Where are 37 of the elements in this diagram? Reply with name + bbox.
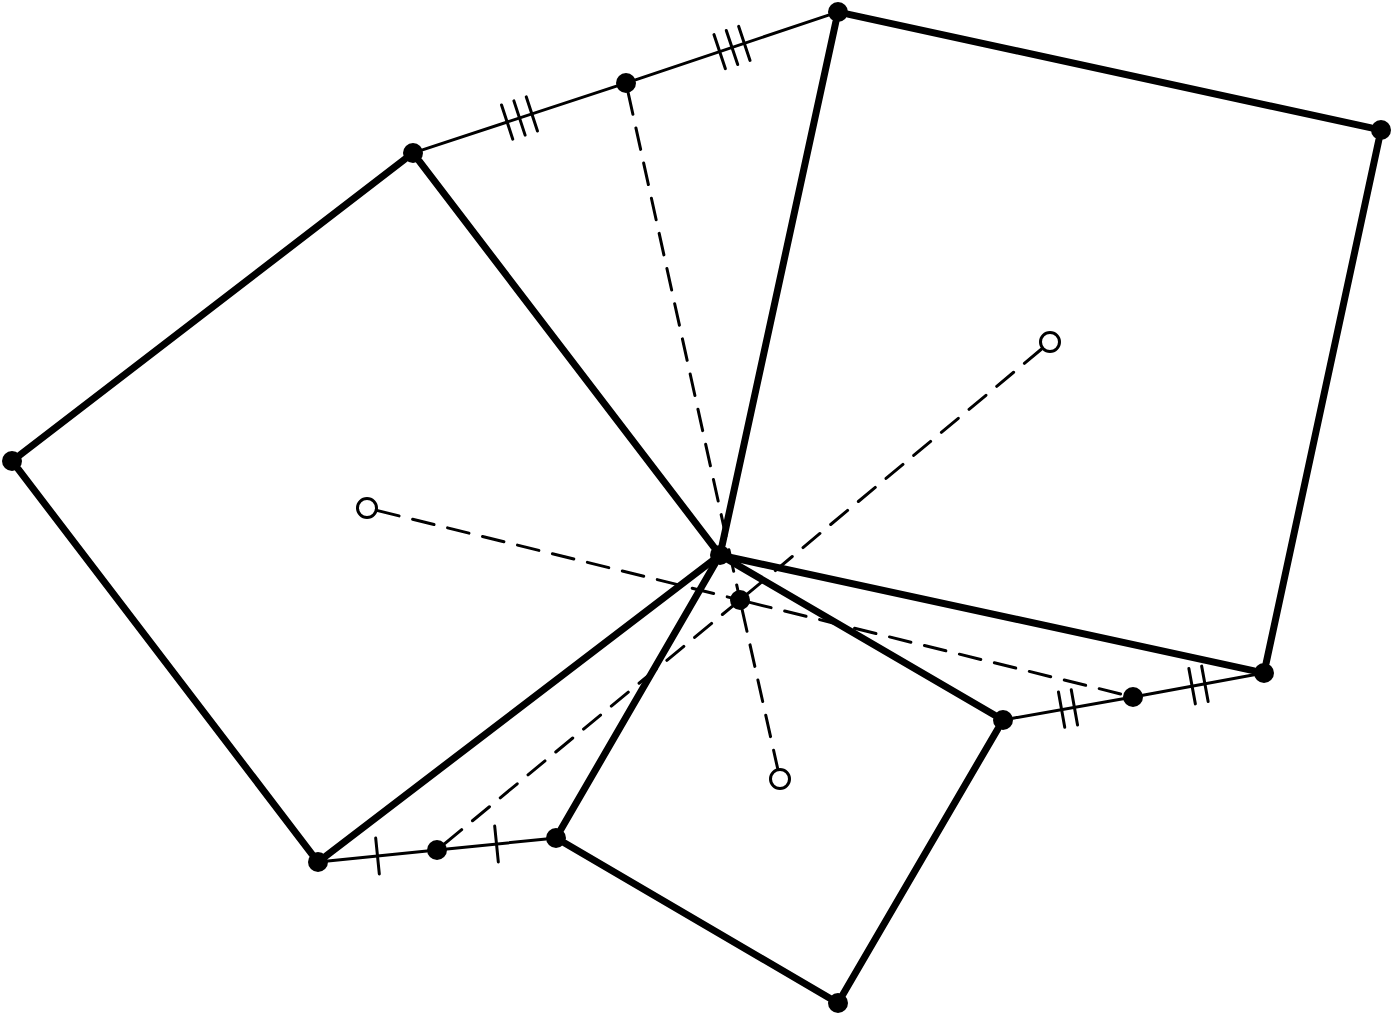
line-segment <box>16 155 409 459</box>
point-dot <box>828 2 848 22</box>
hollow-point <box>356 497 378 519</box>
dashed-line <box>376 509 732 600</box>
dashed-line <box>443 604 734 846</box>
line-segment <box>445 837 548 851</box>
point-dot <box>403 143 423 163</box>
line-segment <box>1262 136 1383 667</box>
dashed-line <box>746 347 1044 596</box>
point-dot <box>828 993 848 1013</box>
point-dot <box>730 590 750 610</box>
point-dot <box>710 545 730 565</box>
point-dot <box>308 852 328 872</box>
dashed-line <box>740 608 780 770</box>
line-segment <box>844 10 1375 132</box>
point-dot <box>616 73 636 93</box>
line-segment <box>561 839 833 1002</box>
line-segment <box>839 725 1002 998</box>
line-segment <box>718 18 840 549</box>
point-dot <box>1254 663 1274 683</box>
hollow-point <box>769 768 791 790</box>
point-dot <box>1123 687 1143 707</box>
line-segment <box>421 84 618 152</box>
line-segment <box>634 13 830 82</box>
line-segment <box>1011 697 1125 720</box>
hollow-point <box>1039 331 1061 353</box>
point-dot <box>993 710 1013 730</box>
dashed-line <box>748 600 1125 697</box>
line-segment <box>1141 673 1256 697</box>
point-dot <box>427 840 447 860</box>
point-dot <box>546 828 566 848</box>
point-dot <box>2 451 22 471</box>
line-segment <box>326 849 429 863</box>
line-segment <box>14 465 316 858</box>
point-dot <box>1371 120 1391 140</box>
line-segment <box>415 157 718 551</box>
dashed-line <box>626 91 740 592</box>
